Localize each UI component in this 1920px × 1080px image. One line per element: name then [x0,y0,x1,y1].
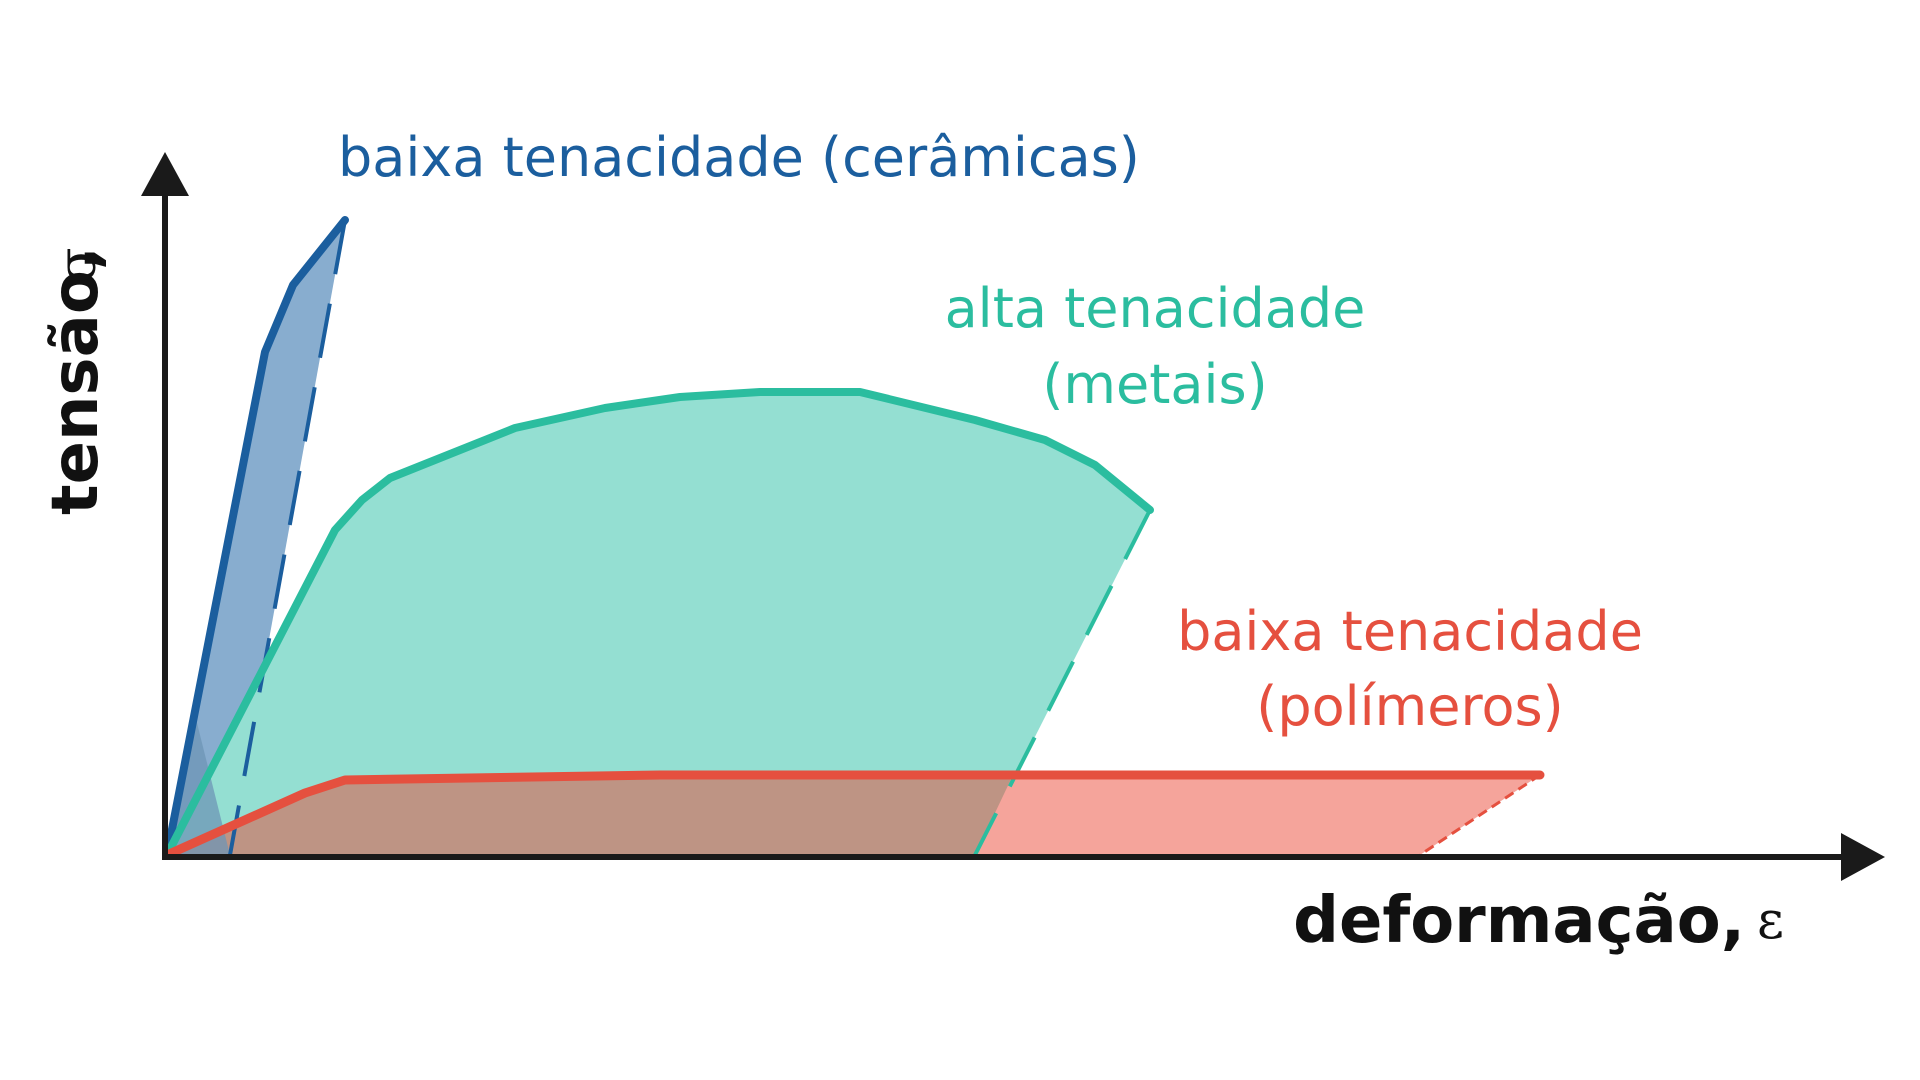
ceramics-area [167,220,345,855]
polymers-curve [162,770,1545,860]
metals-unload-line [973,509,1152,856]
ceramics-curve [163,216,349,859]
ceramics-unload-line [228,219,347,856]
metals-label-line-2: (metais) [1042,353,1267,416]
polymers-unload-line [1419,773,1541,857]
polymers-label-line-1: baixa tenacidade [1177,600,1643,663]
overlap-area [167,775,1013,855]
ceramics-label: baixa tenacidade (cerâmicas) [338,126,1140,189]
x-axis-symbol: ε [1757,891,1784,951]
y-axis-arrow [141,152,189,196]
metals-label-line-1: alta tenacidade [945,277,1366,340]
y-axis-title: tensão, [39,246,113,515]
x-axis-title: deformação, [1293,884,1745,958]
x-axis-arrow [1841,833,1885,881]
polymers-label-line-2: (polímeros) [1256,675,1563,738]
y-axis-symbol: σ [48,248,108,284]
metals-area [167,392,1150,855]
metals-curve [163,388,1154,859]
